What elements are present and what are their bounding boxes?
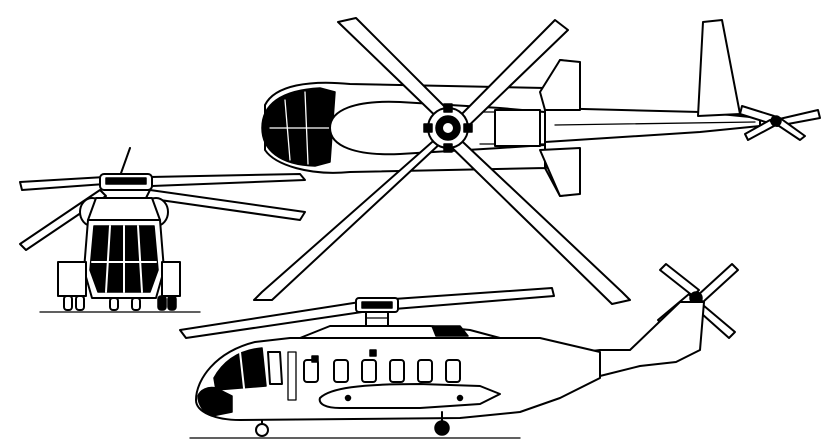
- top-view: [253, 17, 821, 305]
- front-landing-gear: [63, 295, 177, 311]
- top-sponson-lower: [539, 147, 581, 197]
- side-engine-intake: [431, 325, 469, 337]
- top-tail-fin: [697, 19, 741, 117]
- side-landing-gear: [255, 411, 450, 437]
- top-cockpit-glazing: [261, 87, 336, 167]
- front-sponson-right: [161, 261, 181, 297]
- front-rotor-blade-right-2: [145, 189, 306, 221]
- side-rotor-blade-right: [379, 287, 555, 311]
- side-cockpit-windshield: [213, 347, 267, 391]
- top-sponson-upper: [539, 59, 581, 111]
- front-rotor-blade-left: [19, 176, 106, 191]
- side-nose: [197, 386, 233, 417]
- side-view: [179, 263, 739, 439]
- top-main-rotor: [253, 17, 631, 305]
- side-engine-housing: [299, 325, 501, 339]
- side-cabin-door: [287, 351, 297, 401]
- top-tail-rotor: [739, 105, 821, 141]
- side-cabin-windows: [303, 349, 461, 383]
- side-sponson: [318, 383, 501, 409]
- front-sponson-left: [57, 261, 87, 297]
- front-view: [19, 147, 306, 313]
- front-rotor-blade-right: [149, 173, 306, 187]
